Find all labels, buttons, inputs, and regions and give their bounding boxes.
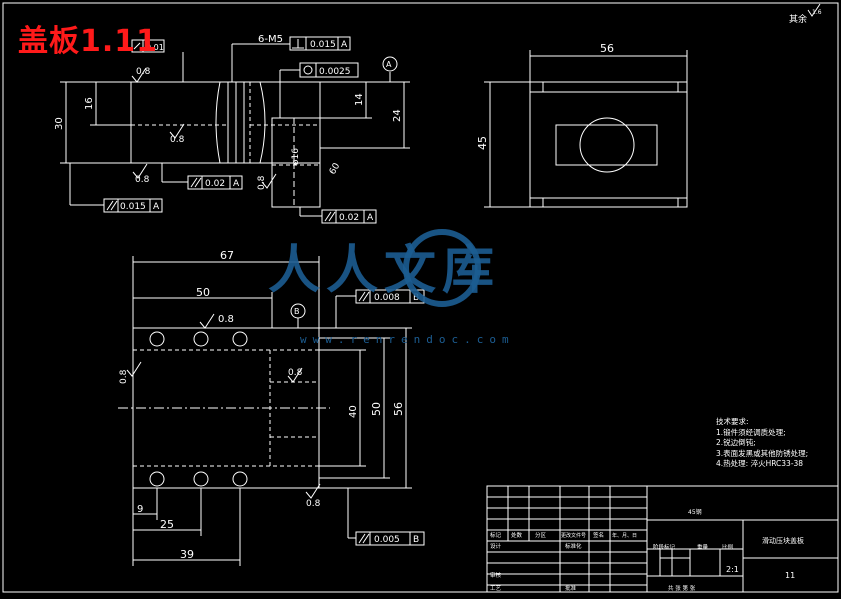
- parallelism-value-1: 0.02: [205, 179, 225, 189]
- bottom-parallel-glyphs: [358, 291, 370, 544]
- technical-requirements: 技术要求: 1.锻件须经调质处理; 2.锐边倒钝; 3.表面发黑或其他防锈处理;…: [716, 417, 808, 470]
- dim-67: 67: [220, 249, 234, 262]
- flatness-value: 0.01: [146, 43, 164, 52]
- roughness-label-top: 0.8: [136, 67, 151, 77]
- tb-col-zone: 分区: [535, 531, 547, 539]
- dim-14: 14: [354, 93, 365, 106]
- roughness-label-right: 0.8: [257, 175, 267, 190]
- tb-review: 审核: [490, 571, 502, 579]
- parallelism-value-bottom: 0.005: [374, 535, 400, 545]
- dia-16: ø16: [291, 148, 301, 165]
- parallelism-frame-2: [103, 198, 163, 213]
- dim-39: 39: [180, 548, 194, 561]
- tb-col-change-doc: 更改文件号: [561, 532, 586, 539]
- part-name: 滑动压块盖板: [762, 536, 804, 545]
- dim-9: 9: [137, 504, 143, 515]
- dim-50-top: 50: [196, 286, 210, 299]
- dim-16: 16: [84, 97, 95, 110]
- tb-design: 设计: [490, 542, 502, 550]
- watermark-url: www.renrendoc.com: [300, 333, 515, 346]
- tb-process: 工艺: [490, 585, 502, 592]
- datum-a-label: A: [386, 60, 392, 69]
- circularity-value: 0.0025: [319, 67, 351, 77]
- watermark-logo-icon: [403, 229, 481, 307]
- top-left-view: [60, 36, 410, 224]
- tb-stage-mark: 阶段标记: [653, 543, 676, 551]
- parallelism-datum-2: A: [153, 202, 160, 212]
- datum-b-label: B: [294, 307, 300, 316]
- parallelism-datum-1: A: [233, 179, 240, 189]
- tb-col-mark: 标记: [490, 531, 502, 539]
- tech-req-heading: 技术要求:: [716, 417, 749, 426]
- tech-req-line-4: 4.热处理: 淬火HRC33-38: [716, 459, 804, 468]
- tb-sheets: 共 张 第 张: [668, 584, 696, 592]
- roughness-label-plan-inner: 0.8: [288, 368, 303, 378]
- corner-note: 其余: [788, 15, 807, 25]
- parallelism-datum-top: B: [413, 293, 419, 303]
- parallelism-value-top: 0.008: [374, 293, 400, 303]
- roughness-label-bot: 0.8: [135, 175, 150, 185]
- dim-45: 45: [476, 136, 489, 150]
- roughness-label-plan-top: 0.8: [218, 314, 234, 325]
- dim-25: 25: [160, 518, 174, 531]
- perpendicularity-datum: A: [341, 40, 348, 50]
- tb-scale-label: 比例: [722, 543, 734, 551]
- side-bore-circle: [579, 117, 635, 173]
- corner-roughness-value: 1.6: [812, 9, 822, 16]
- tb-weight: 重量: [697, 543, 709, 551]
- dim-24: 24: [392, 109, 403, 122]
- dim-40: 40: [348, 405, 359, 418]
- tb-col-sign: 签名: [593, 531, 604, 539]
- roughness-label-mid: 0.8: [170, 135, 185, 145]
- parallelism-datum-3: A: [367, 213, 374, 223]
- side-body-outline: [529, 81, 688, 208]
- dim-30: 30: [54, 117, 65, 130]
- title-block: [486, 485, 839, 593]
- tb-col-date: 年、月、日: [612, 532, 637, 539]
- top-right-view: [484, 50, 688, 208]
- top-left-parallel-glyphs: [106, 39, 336, 222]
- thread-spec: 6-M5: [258, 34, 283, 45]
- tech-req-line-2: 2.锐边倒钝;: [716, 438, 756, 447]
- drawing-number: 11: [785, 571, 795, 580]
- circularity-frame: [299, 62, 359, 78]
- corner-roughness-icon: [807, 3, 821, 17]
- parallelism-value-2: 0.015: [120, 202, 146, 212]
- parallelism-datum-bottom: B: [413, 535, 419, 545]
- dim-50-right: 50: [370, 402, 383, 416]
- parallelism-frame-1: [187, 175, 243, 190]
- material-label: 45钢: [688, 508, 702, 516]
- watermark-text: 人人文库: [268, 241, 501, 301]
- tech-req-line-3: 3.表面发黑或其他防锈处理;: [716, 448, 809, 458]
- dim-60: 60: [328, 161, 343, 176]
- tb-approve: 批准: [565, 584, 577, 592]
- perpendicularity-value: 0.015: [310, 40, 336, 50]
- dim-56-top: 56: [600, 42, 614, 55]
- tb-col-count: 处数: [511, 531, 523, 539]
- perpendicularity-frame: [289, 36, 351, 51]
- bottom-view: [118, 256, 425, 566]
- dim-56-right: 56: [392, 402, 405, 416]
- parallelism-frame-3: [321, 209, 377, 224]
- page-title: 盖板1.11: [18, 24, 159, 59]
- tech-req-line-1: 1.锻件须经调质处理;: [716, 427, 786, 437]
- scale-value: 2:1: [726, 565, 739, 574]
- tb-standardize: 标准化: [565, 542, 582, 550]
- parallelism-value-3: 0.02: [339, 213, 359, 223]
- front-lower-block: [271, 117, 321, 208]
- flatness-frame: [131, 39, 165, 53]
- roughness-label-plan-bottom: 0.8: [306, 499, 321, 509]
- roughness-label-plan-left: 0.8: [119, 369, 129, 384]
